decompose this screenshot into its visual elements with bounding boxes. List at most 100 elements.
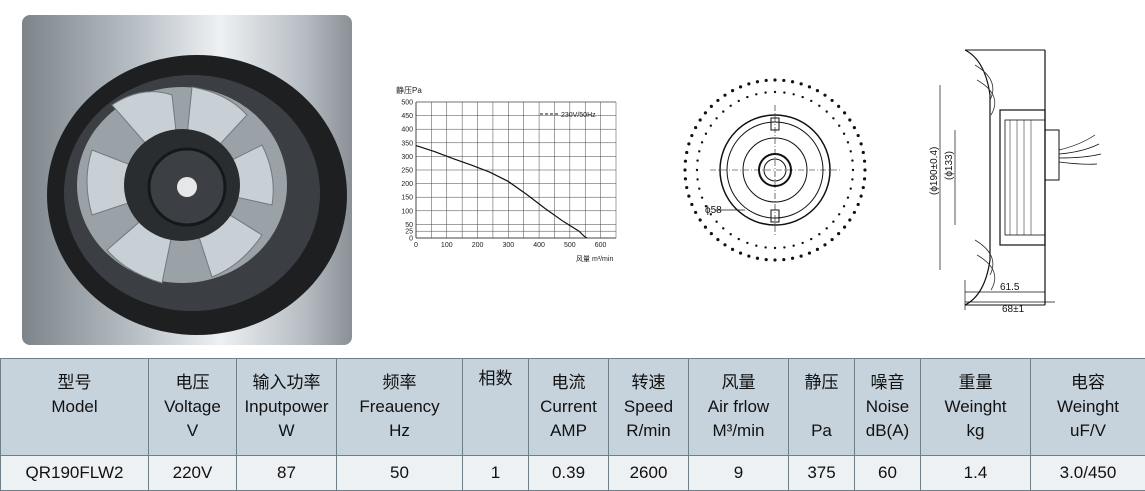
blade-dot <box>699 118 702 121</box>
blade-dot <box>774 247 776 249</box>
legend-label: 230V/50Hz <box>561 112 596 119</box>
blade-dot <box>746 242 748 244</box>
y-tick-label: 450 <box>401 113 413 120</box>
blade-dot <box>783 246 785 248</box>
blade-dot <box>747 82 750 85</box>
side-view-drawing: (ϕ190±0.4) (ϕ133) 61.5 68±1 <box>905 40 1120 315</box>
blade-dot <box>684 177 687 180</box>
cell-inputpower: 87 <box>237 456 337 491</box>
blade-dot <box>792 245 794 247</box>
blade-dot <box>800 82 803 85</box>
blade-dot <box>847 141 849 143</box>
blade-dot <box>738 238 740 240</box>
y-tick-label: 300 <box>401 154 413 161</box>
series-line-230v <box>416 146 587 238</box>
y-tick-label: 100 <box>401 208 413 215</box>
blade-dot <box>863 160 866 163</box>
cell-model: QR190FLW2 <box>1 456 149 491</box>
blade-dot <box>857 203 860 206</box>
blade-dot <box>739 252 742 255</box>
blade-dot <box>739 85 742 88</box>
y-axis-label: 静压Pa <box>396 85 422 95</box>
blade-dot <box>863 168 866 171</box>
blade-dot <box>710 105 713 108</box>
blade-dot <box>715 117 717 119</box>
blade-dot <box>818 105 820 107</box>
header-phase: 相数 <box>463 359 529 456</box>
header-pressure: 静压 Pa <box>789 359 855 456</box>
cell-speed: 2600 <box>609 456 689 491</box>
blade-dot <box>774 91 776 93</box>
blade-dot <box>808 252 811 255</box>
cell-phase: 1 <box>463 456 529 491</box>
blade-dot <box>850 150 852 152</box>
blade-dot <box>696 169 698 171</box>
cell-current: 0.39 <box>529 456 609 491</box>
blade-dot <box>857 134 860 137</box>
y-tick-label: 500 <box>401 100 413 107</box>
x-axis-label: 风量 m³/min <box>576 255 613 263</box>
blade-dot <box>782 258 785 261</box>
blade-dot <box>731 248 734 251</box>
blade-dot <box>699 218 702 221</box>
blade-dot <box>801 96 803 98</box>
blade-dot <box>698 150 700 152</box>
blade-dot <box>685 151 688 154</box>
x-tick-label: 100 <box>441 242 453 249</box>
blade-dot <box>715 221 717 223</box>
blade-dot <box>701 141 703 143</box>
blade-dot <box>704 111 707 114</box>
blade-dot <box>862 186 865 189</box>
blade-dot <box>731 89 734 92</box>
blade-dot <box>810 238 812 240</box>
side-dim-total: 68±1 <box>1002 304 1025 315</box>
y-tick-label: 150 <box>401 195 413 202</box>
blade-dot <box>723 94 726 97</box>
blade-dot <box>843 205 845 207</box>
blade-dot <box>755 93 757 95</box>
x-tick-label: 600 <box>595 242 607 249</box>
cell-capacitor: 3.0/450 <box>1031 456 1145 491</box>
blade-dot <box>773 78 776 81</box>
blade-dot <box>765 258 768 261</box>
y-tick-label: 0 <box>409 236 413 243</box>
blade-dot <box>764 246 766 248</box>
side-dim-depth: 61.5 <box>1000 282 1020 293</box>
blade-dot <box>710 232 713 235</box>
blade-dot <box>853 126 856 129</box>
fan-illustration <box>22 15 352 345</box>
blade-dot <box>830 99 833 102</box>
blade-dot <box>837 232 840 235</box>
blade-dot <box>687 195 690 198</box>
blade-dot <box>832 221 834 223</box>
blade-dot <box>723 243 726 246</box>
blade-dot <box>710 124 712 126</box>
blade-dot <box>683 168 686 171</box>
x-tick-label: 300 <box>502 242 514 249</box>
blade-dot <box>694 211 697 214</box>
blade-dot <box>698 187 700 189</box>
blade-dot <box>729 105 731 107</box>
blade-dot <box>823 94 826 97</box>
blade-dot <box>685 186 688 189</box>
blade-dot <box>838 124 840 126</box>
blade-dot <box>782 79 785 82</box>
blade-dot <box>687 142 690 145</box>
blade-dot <box>791 257 794 260</box>
blade-dot <box>792 93 794 95</box>
blade-dot <box>826 227 828 229</box>
cell-noise: 60 <box>855 456 921 491</box>
blade-dot <box>860 142 863 145</box>
x-tick-label: 200 <box>472 242 484 249</box>
table-row: QR190FLW2 220V 87 50 1 0.39 2600 9 375 6… <box>1 456 1145 491</box>
blade-dot <box>818 233 820 235</box>
